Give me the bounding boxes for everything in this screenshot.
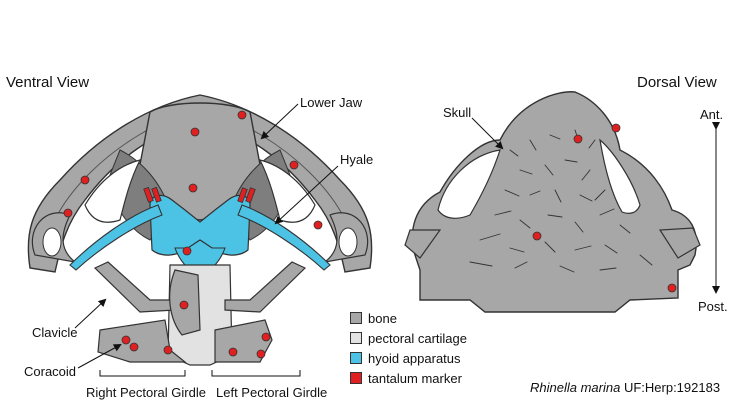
label-posterior: Post. — [698, 299, 728, 314]
legend-label: hyoid apparatus — [368, 350, 461, 366]
dorsal-tantalum-markers — [532, 123, 677, 293]
right-coracoid — [97, 319, 187, 363]
ventral-view-title: Ventral View — [6, 74, 90, 91]
label-hyale: Hyale — [340, 152, 374, 167]
catalog-number: UF:Herp:192183 — [623, 380, 721, 395]
legend-item-pectoral-cartilage: pectoral cartilage — [350, 328, 467, 348]
ventral-tantalum-markers — [63, 110, 323, 359]
legend-swatch-bone — [350, 312, 362, 324]
hyale-right — [237, 204, 331, 271]
left-clavicle — [224, 261, 307, 313]
clavicle-pointer — [74, 298, 107, 329]
lower-jaw-arch — [27, 94, 373, 273]
hyale-left — [69, 204, 163, 271]
label-right-pectoral-girdle: Right Pectoral Girdle — [86, 385, 206, 400]
label-skull: Skull — [443, 105, 472, 120]
legend-item-hyoid-apparatus: hyoid apparatus — [350, 348, 467, 368]
dorsal-view-title: Dorsal View — [637, 74, 717, 91]
legend-label: pectoral cartilage — [368, 330, 467, 346]
label-lower-jaw: Lower Jaw — [300, 95, 363, 110]
coracoid-pointer — [77, 344, 122, 369]
legend-item-tantalum-marker: tantalum marker — [350, 368, 467, 388]
left-girdle-bracket — [211, 370, 301, 377]
dorsal-skull — [404, 91, 701, 313]
legend-swatch-marker — [350, 372, 362, 384]
label-left-pectoral-girdle: Left Pectoral Girdle — [216, 385, 328, 400]
label-anterior: Ant. — [700, 107, 724, 122]
label-coracoid: Coracoid — [24, 364, 77, 379]
lower-jaw-pointer — [260, 103, 299, 140]
legend-label: bone — [368, 310, 397, 326]
pectoral-girdle — [93, 261, 307, 366]
species-name: Rhinella marina — [530, 380, 621, 395]
skull-pointer — [471, 117, 504, 150]
hyoid-apparatus — [69, 186, 331, 276]
right-clavicle — [93, 261, 176, 313]
legend-swatch-cartilage — [350, 332, 362, 344]
legend: bone pectoral cartilage hyoid apparatus … — [350, 308, 467, 388]
specimen-id: Rhinella marina UF:Herp:192183 — [530, 380, 720, 395]
hyale-pointer — [274, 165, 339, 225]
legend-swatch-hyoid — [350, 352, 362, 364]
right-girdle-bracket — [99, 370, 186, 377]
label-clavicle: Clavicle — [32, 325, 78, 340]
legend-label: tantalum marker — [368, 370, 462, 386]
legend-item-bone: bone — [350, 308, 467, 328]
